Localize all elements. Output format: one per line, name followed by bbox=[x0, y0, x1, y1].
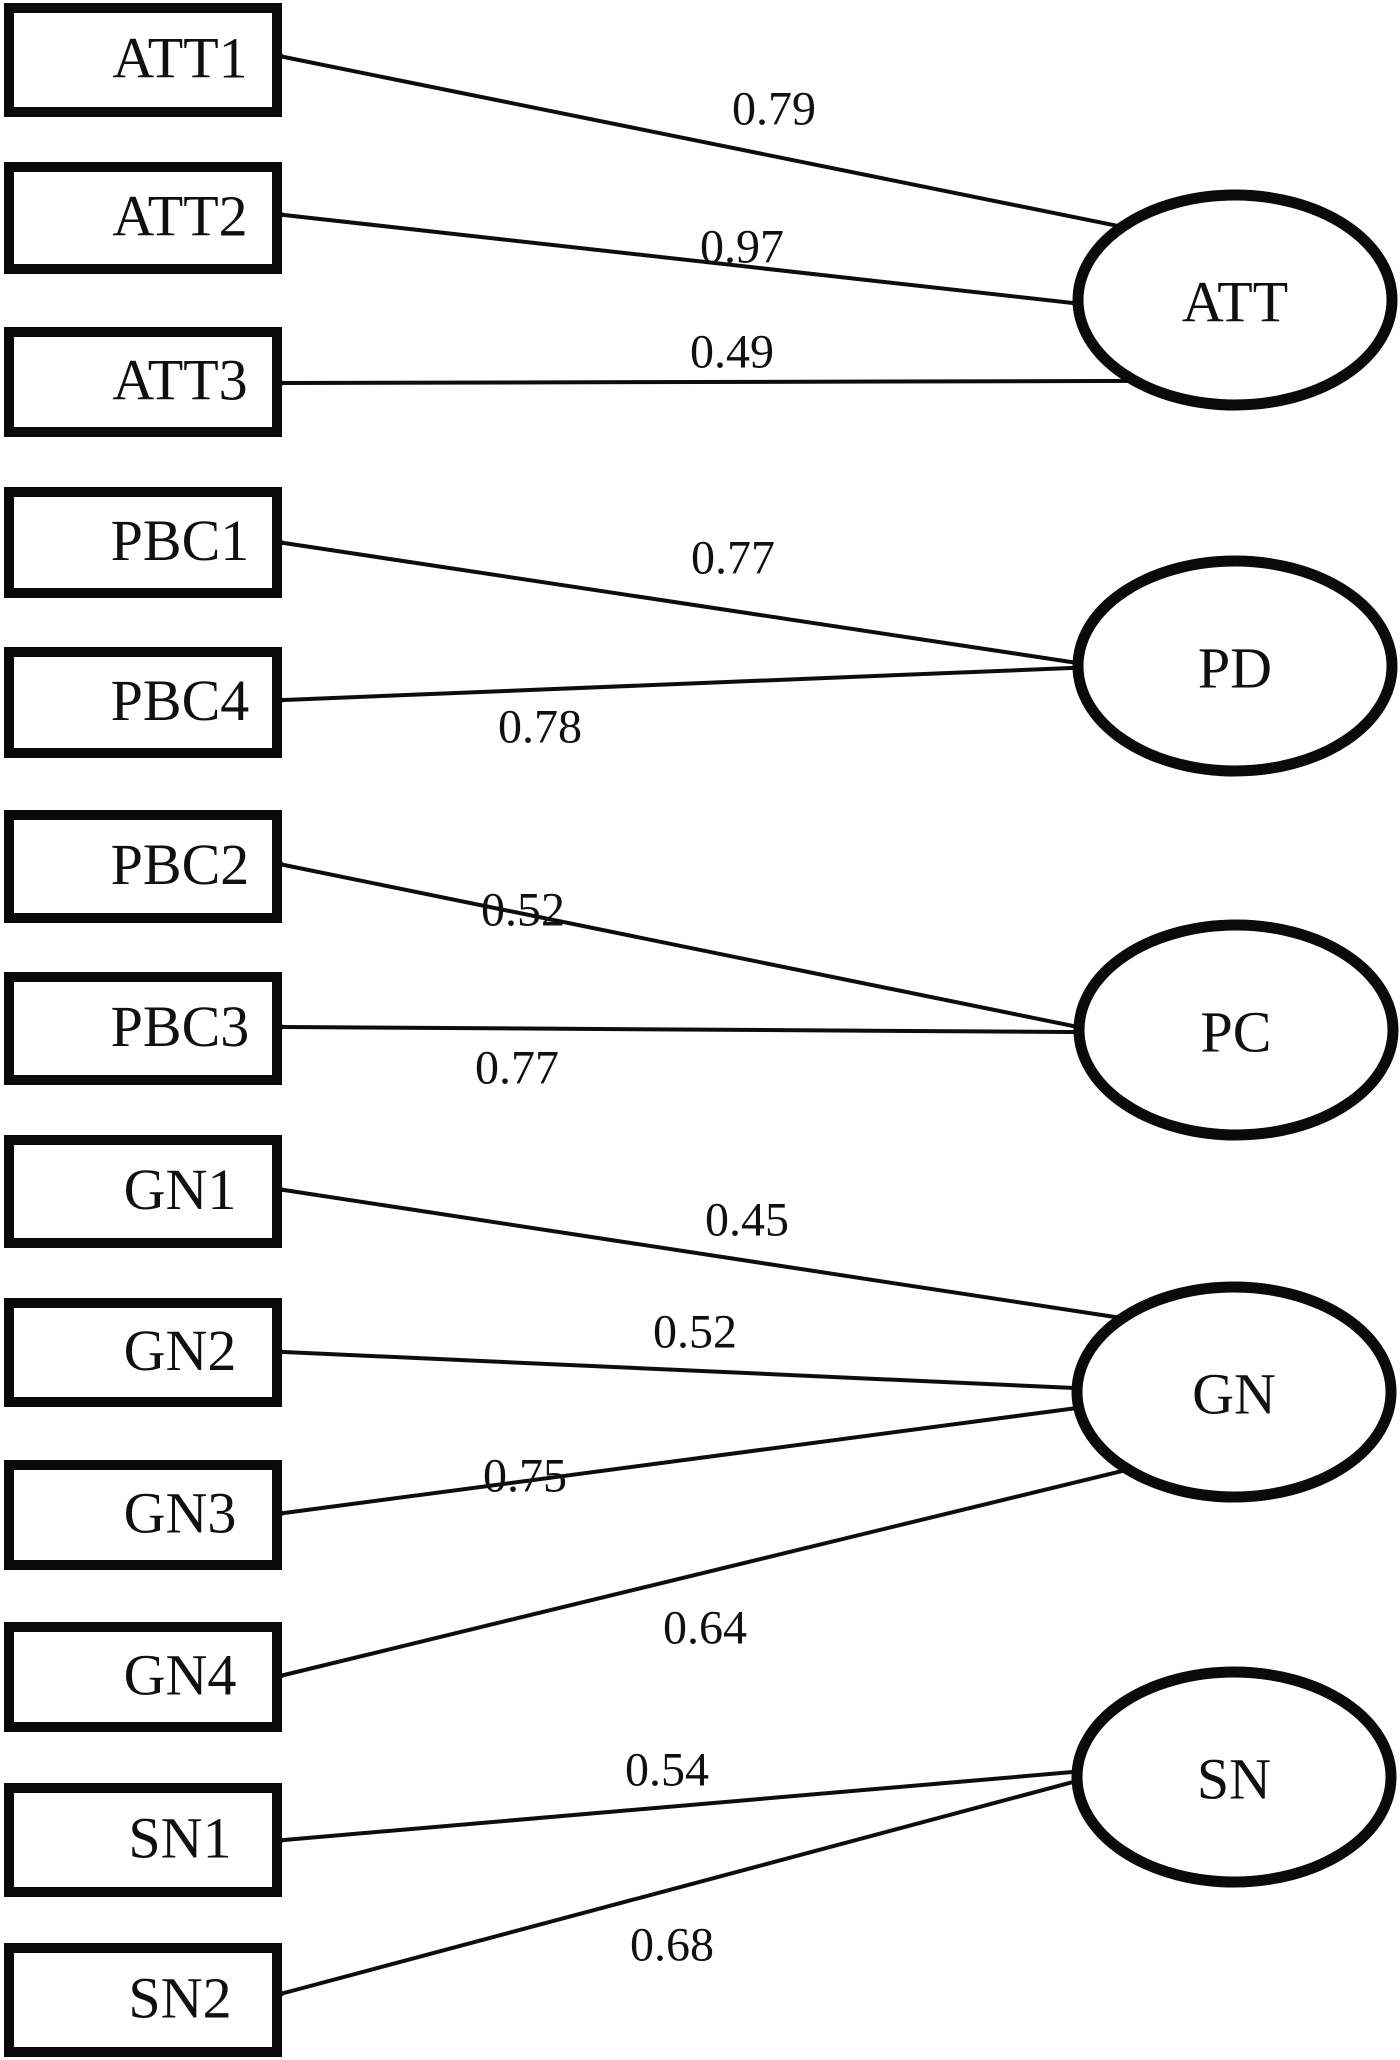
latent-ellipse-GN bbox=[1071, 1281, 1397, 1503]
indicator-label-GN2: GN2 bbox=[124, 1318, 237, 1383]
indicator-box-GN3 bbox=[4, 1460, 282, 1570]
indicator-box-GN2 bbox=[4, 1298, 282, 1407]
loading-value-PD-PBC4: 0.78 bbox=[498, 701, 582, 754]
loading-value-SN-SN1: 0.54 bbox=[625, 1744, 709, 1797]
indicator-PBC1: PBC1 bbox=[4, 487, 282, 598]
loading-path-GN-GN3 bbox=[284, 1402, 1108, 1513]
indicator-label-ATT2: ATT2 bbox=[112, 184, 247, 249]
loading-path-ATT-ATT3 bbox=[284, 381, 1148, 383]
indicator-box-SN1 bbox=[4, 1783, 282, 1897]
latent-SN: SN bbox=[1071, 1666, 1397, 1888]
loading-paths bbox=[284, 57, 1148, 1993]
loading-value-PC-PBC2: 0.52 bbox=[481, 884, 565, 937]
loading-values: 0.79 0.97 0.49 0.77 0.78 0.52 0.77 0.45 0.52 0.75… bbox=[475, 83, 816, 1972]
latent-PC: PC bbox=[1073, 919, 1399, 1141]
latent-GN: GN bbox=[1071, 1281, 1397, 1503]
indicator-nodes: ATT1ATT2ATT3PBC1PBC4PBC2PBC3GN1GN2GN3GN4… bbox=[4, 3, 282, 2057]
indicator-ATT2: ATT2 bbox=[4, 162, 282, 274]
indicator-box-ATT2 bbox=[4, 162, 282, 274]
loading-value-GN-GN3: 0.75 bbox=[483, 1450, 567, 1503]
indicator-SN1: SN1 bbox=[4, 1783, 282, 1897]
latent-PD: PD bbox=[1072, 555, 1398, 777]
indicator-label-GN3: GN3 bbox=[124, 1481, 237, 1546]
indicator-GN1: GN1 bbox=[4, 1135, 282, 1248]
indicator-PBC3: PBC3 bbox=[4, 972, 282, 1085]
loading-value-ATT-ATT3: 0.49 bbox=[690, 326, 774, 379]
latent-nodes: ATT PD PC GN SN bbox=[1071, 189, 1399, 1888]
indicator-ATT1: ATT1 bbox=[4, 3, 282, 117]
indicator-PBC2: PBC2 bbox=[4, 810, 282, 923]
loading-value-GN-GN4: 0.64 bbox=[663, 1602, 747, 1655]
loading-path-GN-GN1 bbox=[284, 1190, 1145, 1324]
loading-value-PC-PBC3: 0.77 bbox=[475, 1042, 559, 1095]
indicator-box-PBC1 bbox=[4, 487, 282, 598]
indicator-label-GN1: GN1 bbox=[124, 1157, 237, 1222]
loading-value-ATT-ATT2: 0.97 bbox=[700, 221, 784, 274]
loading-path-PD-PBC1 bbox=[284, 543, 1101, 669]
latent-label-SN: SN bbox=[1197, 1747, 1271, 1812]
loading-value-ATT-ATT1: 0.79 bbox=[732, 83, 816, 136]
loading-path-GN-GN2 bbox=[284, 1352, 1106, 1392]
latent-ATT: ATT bbox=[1072, 189, 1398, 411]
latent-ellipse-ATT bbox=[1072, 189, 1398, 411]
latent-label-ATT: ATT bbox=[1182, 270, 1288, 335]
indicator-label-ATT1: ATT1 bbox=[112, 26, 247, 91]
indicator-ATT3: ATT3 bbox=[4, 327, 282, 437]
loading-value-PD-PBC1: 0.77 bbox=[691, 532, 775, 585]
indicator-label-PBC1: PBC1 bbox=[111, 508, 250, 573]
indicator-label-PBC3: PBC3 bbox=[111, 994, 250, 1059]
indicator-GN4: GN4 bbox=[4, 1622, 282, 1732]
indicator-box-PBC4 bbox=[4, 647, 282, 758]
indicator-box-SN2 bbox=[4, 1943, 282, 2057]
loading-path-ATT-ATT2 bbox=[284, 215, 1104, 309]
indicator-box-PBC2 bbox=[4, 810, 282, 923]
loading-value-GN-GN2: 0.52 bbox=[653, 1306, 737, 1359]
indicator-PBC4: PBC4 bbox=[4, 647, 282, 758]
loading-path-GN-GN4 bbox=[284, 1462, 1148, 1675]
indicator-box-GN1 bbox=[4, 1135, 282, 1248]
loading-value-GN-GN1: 0.45 bbox=[705, 1194, 789, 1247]
latent-label-GN: GN bbox=[1192, 1362, 1276, 1427]
latent-ellipse-PD bbox=[1072, 555, 1398, 777]
indicator-box-ATT3 bbox=[4, 327, 282, 437]
loading-value-SN-SN2: 0.68 bbox=[630, 1919, 714, 1972]
latent-ellipse-PC bbox=[1073, 919, 1399, 1141]
latent-ellipse-SN bbox=[1071, 1666, 1397, 1888]
loading-path-SN-SN1 bbox=[284, 1767, 1104, 1840]
latent-label-PC: PC bbox=[1201, 1000, 1272, 1065]
indicator-GN3: GN3 bbox=[4, 1460, 282, 1570]
indicator-box-GN4 bbox=[4, 1622, 282, 1732]
indicator-label-GN4: GN4 bbox=[124, 1643, 237, 1708]
loading-path-PD-PBC4 bbox=[284, 664, 1102, 700]
indicator-label-PBC4: PBC4 bbox=[111, 668, 250, 733]
indicator-GN2: GN2 bbox=[4, 1298, 282, 1407]
loading-path-PC-PBC2 bbox=[284, 865, 1103, 1034]
loading-path-ATT-ATT1 bbox=[284, 57, 1143, 233]
indicator-label-PBC2: PBC2 bbox=[111, 832, 250, 897]
indicator-label-SN1: SN1 bbox=[128, 1806, 231, 1871]
loading-path-SN-SN2 bbox=[284, 1772, 1103, 1993]
indicator-box-PBC3 bbox=[4, 972, 282, 1085]
indicator-box-ATT1 bbox=[4, 3, 282, 117]
indicator-label-ATT3: ATT3 bbox=[112, 348, 247, 413]
indicator-SN2: SN2 bbox=[4, 1943, 282, 2057]
loading-path-PC-PBC3 bbox=[284, 1027, 1104, 1032]
latent-label-PD: PD bbox=[1198, 636, 1272, 701]
indicator-label-SN2: SN2 bbox=[128, 1966, 231, 2031]
